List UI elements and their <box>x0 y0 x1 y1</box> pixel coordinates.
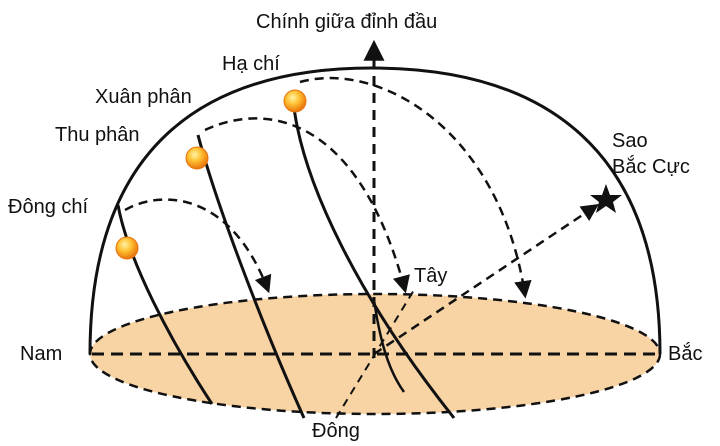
winter-solstice-label: Đông chí <box>8 196 89 218</box>
sun-icon <box>185 146 209 170</box>
summer-arc <box>299 76 532 299</box>
autumn-equinox-label: Thu phân <box>55 124 140 146</box>
polaris-label-line2: Bắc Cực <box>612 156 690 178</box>
star-icon <box>590 184 622 213</box>
north-label: Bắc <box>668 343 703 365</box>
equinox-arc <box>204 117 410 294</box>
polaris-label-line1: Sao <box>612 130 648 152</box>
spring-equinox-label: Xuân phân <box>95 86 192 108</box>
summer-solstice-label: Hạ chí <box>222 53 280 75</box>
winter-solstice-path <box>116 204 214 405</box>
east-label: Đông <box>312 420 360 442</box>
summer-solstice-path <box>291 97 456 419</box>
sun-icon <box>283 89 307 113</box>
south-label: Nam <box>20 343 63 365</box>
winter-arc <box>124 198 272 294</box>
sky-dome-outline <box>88 66 662 355</box>
west-label: Tây <box>414 265 448 287</box>
east-solid-link <box>372 299 406 393</box>
sun-icon <box>115 236 139 260</box>
zenith-label: Chính giữa đỉnh đầu <box>256 11 438 33</box>
